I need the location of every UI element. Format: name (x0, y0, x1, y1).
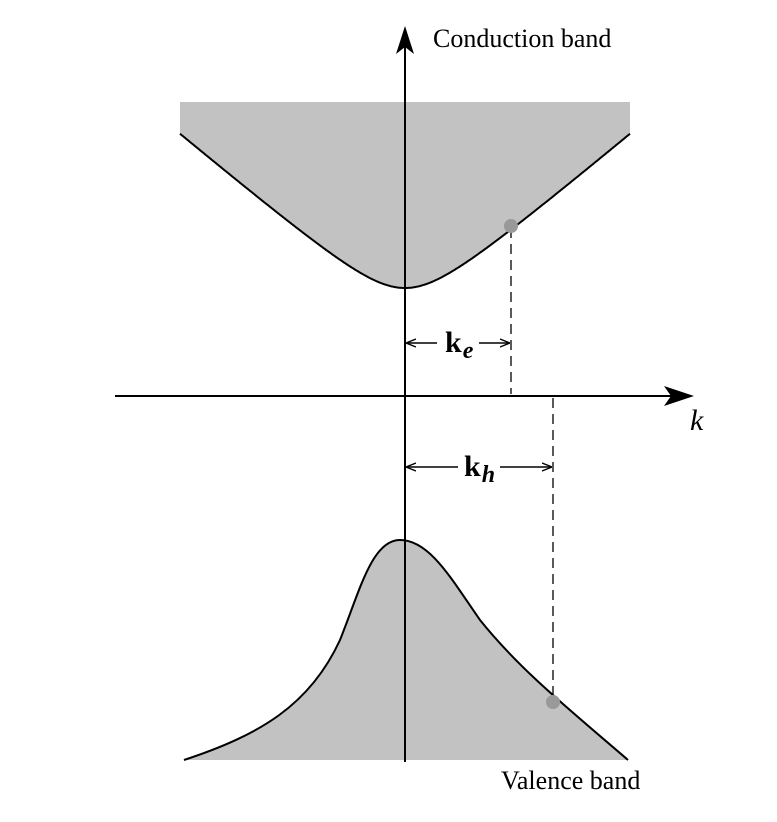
kh-label: kh (464, 450, 495, 488)
hole-marker (546, 695, 560, 709)
valence-band-curve (183, 538, 629, 761)
k-axis-label: k (690, 404, 704, 437)
electron-marker (504, 219, 518, 233)
ke-label: ke (445, 326, 474, 364)
energy-axis-arrowhead (396, 26, 414, 54)
valence-band-label: Valence band (501, 766, 640, 795)
conduction-band-label: Conduction band (433, 24, 611, 53)
k-axis-arrowhead (664, 386, 694, 406)
